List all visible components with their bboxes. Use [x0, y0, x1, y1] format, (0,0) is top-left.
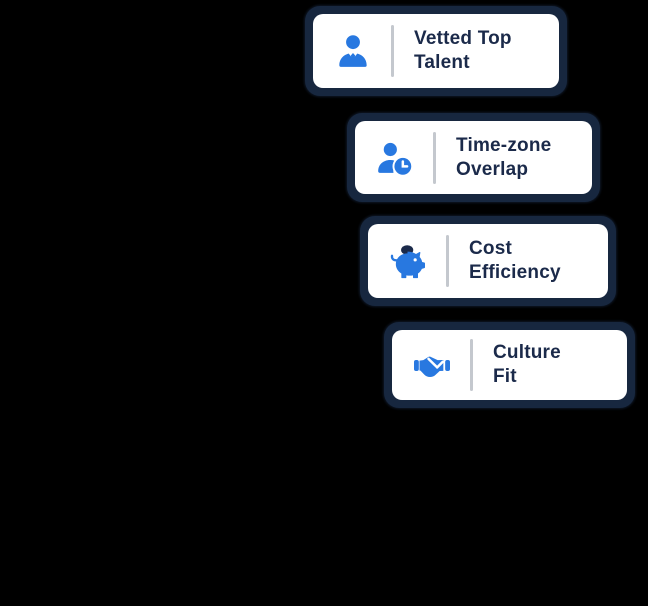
feature-label-line: Fit — [493, 366, 517, 387]
handshake-icon — [408, 345, 456, 385]
vertical-divider — [446, 235, 449, 287]
feature-card-label: Culture Fit — [493, 341, 561, 389]
feature-card-surface: Cost Efficiency — [368, 224, 608, 298]
person-clock-icon — [371, 138, 419, 178]
feature-card-cost-efficiency: Cost Efficiency — [360, 216, 616, 306]
feature-card-label: Time-zone Overlap — [456, 134, 551, 182]
vertical-divider — [433, 131, 436, 184]
feature-label-line: Talent — [414, 52, 470, 73]
feature-card-vetted-top-talent: Vetted Top Talent — [305, 6, 567, 96]
feature-card-time-zone-overlap: Time-zone Overlap — [347, 113, 600, 202]
feature-label-line: Efficiency — [469, 262, 561, 283]
feature-card-surface: Vetted Top Talent — [313, 14, 559, 88]
feature-label-line: Time-zone — [456, 134, 552, 156]
vertical-divider — [470, 339, 473, 391]
feature-card-surface: Time-zone Overlap — [355, 121, 592, 194]
piggy-bank-icon — [384, 241, 432, 281]
feature-card-culture-fit: Culture Fit — [384, 322, 635, 408]
feature-label-line: Cost — [469, 238, 513, 260]
feature-label-line: Culture — [493, 342, 561, 364]
feature-label-line: Overlap — [456, 158, 529, 180]
feature-card-label: Cost Efficiency — [469, 237, 561, 285]
feature-label-line: Vetted Top — [414, 28, 512, 50]
feature-card-label: Vetted Top Talent — [414, 27, 512, 75]
feature-card-surface: Culture Fit — [392, 330, 627, 400]
businessperson-icon — [329, 31, 377, 71]
vertical-divider — [391, 25, 394, 77]
